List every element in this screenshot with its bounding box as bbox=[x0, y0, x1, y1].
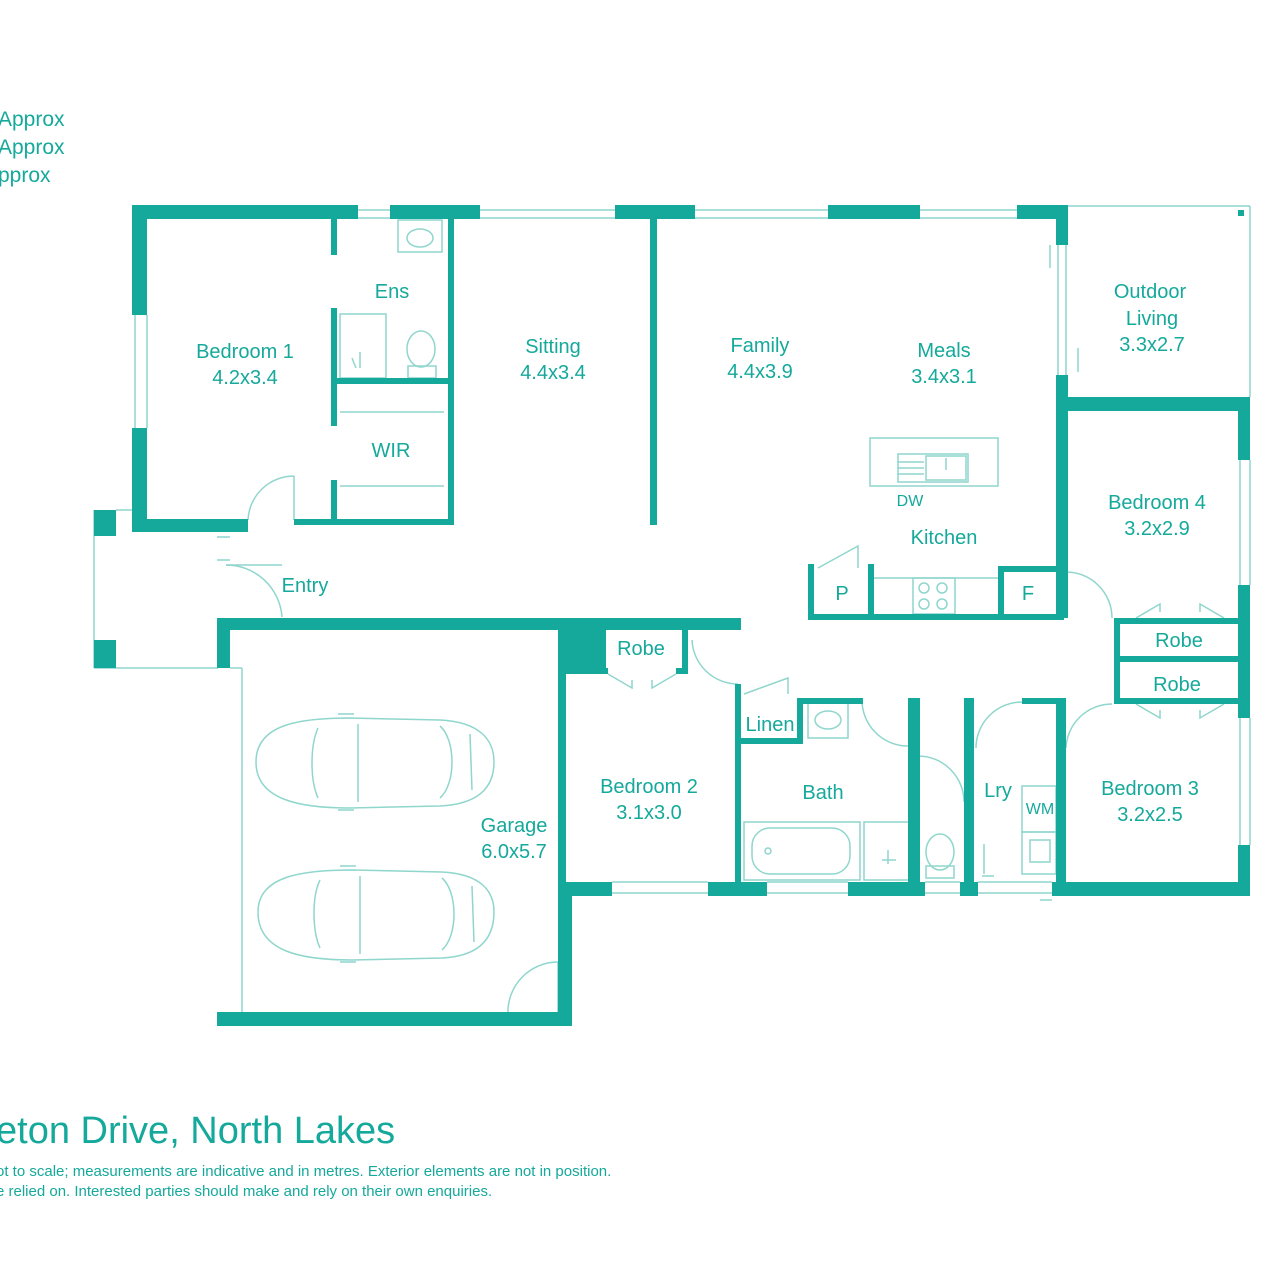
approx-line-1: Approx bbox=[0, 108, 65, 131]
approx-line-3: pprox bbox=[0, 164, 51, 187]
meals-size: 3.4x3.1 bbox=[911, 366, 977, 388]
bedroom-1-size: 4.2x3.4 bbox=[212, 367, 278, 389]
meals-name: Meals bbox=[917, 340, 970, 362]
washing-machine-label: WM bbox=[1026, 801, 1054, 818]
garage-name: Garage bbox=[481, 815, 548, 837]
disclaimer: ot to scale; measurements are indicative… bbox=[0, 1162, 611, 1202]
linen-name: Linen bbox=[746, 714, 795, 736]
robe-bed3-name: Robe bbox=[1153, 674, 1201, 696]
car-1-icon bbox=[255, 713, 495, 811]
property-address: eton Drive, North Lakes bbox=[0, 1110, 396, 1152]
fridge-label: F bbox=[1022, 583, 1034, 605]
room-labels: Bedroom 1 4.2x3.4 Ens WIR Sitting 4.4x3.… bbox=[196, 281, 1206, 863]
bedroom-4-name: Bedroom 4 bbox=[1108, 492, 1206, 514]
outdoor-name-2: Living bbox=[1126, 308, 1178, 330]
family-name: Family bbox=[731, 335, 790, 357]
robe-bed4-name: Robe bbox=[1155, 630, 1203, 652]
thin-lines bbox=[93, 205, 1251, 1015]
sitting-name: Sitting bbox=[525, 336, 581, 358]
bedroom-4-size: 3.2x2.9 bbox=[1124, 518, 1190, 540]
bedroom-3-name: Bedroom 3 bbox=[1101, 778, 1199, 800]
family-size: 4.4x3.9 bbox=[727, 361, 793, 383]
pantry-label: P bbox=[835, 583, 848, 605]
bedroom-2-name: Bedroom 2 bbox=[600, 776, 698, 798]
outdoor-name-1: Outdoor bbox=[1114, 281, 1187, 303]
bedroom-3-size: 3.2x2.5 bbox=[1117, 804, 1183, 826]
car-2-icon bbox=[257, 865, 495, 963]
kitchen-name: Kitchen bbox=[911, 527, 978, 549]
entry-name: Entry bbox=[282, 575, 329, 597]
sitting-size: 4.4x3.4 bbox=[520, 362, 586, 384]
disclaimer-line-1: ot to scale; measurements are indicative… bbox=[0, 1163, 612, 1180]
area-approx-lines: Approx Approx pprox bbox=[0, 106, 65, 190]
laundry-name: Lry bbox=[984, 780, 1012, 802]
approx-line-2: Approx bbox=[0, 136, 65, 159]
dishwasher-label: DW bbox=[897, 493, 925, 510]
bath-name: Bath bbox=[802, 782, 843, 804]
disclaimer-line-2: e relied on. Interested parties should m… bbox=[0, 1183, 493, 1200]
bedroom-2-size: 3.1x3.0 bbox=[616, 802, 682, 824]
ensuite-name: Ens bbox=[375, 281, 409, 303]
garage-size: 6.0x5.7 bbox=[481, 841, 547, 863]
wir-name: WIR bbox=[372, 440, 411, 462]
bedroom-1-name: Bedroom 1 bbox=[196, 341, 294, 363]
walls bbox=[94, 205, 1250, 1026]
robe-bed2-name: Robe bbox=[617, 638, 665, 660]
outdoor-size: 3.3x2.7 bbox=[1119, 334, 1185, 356]
